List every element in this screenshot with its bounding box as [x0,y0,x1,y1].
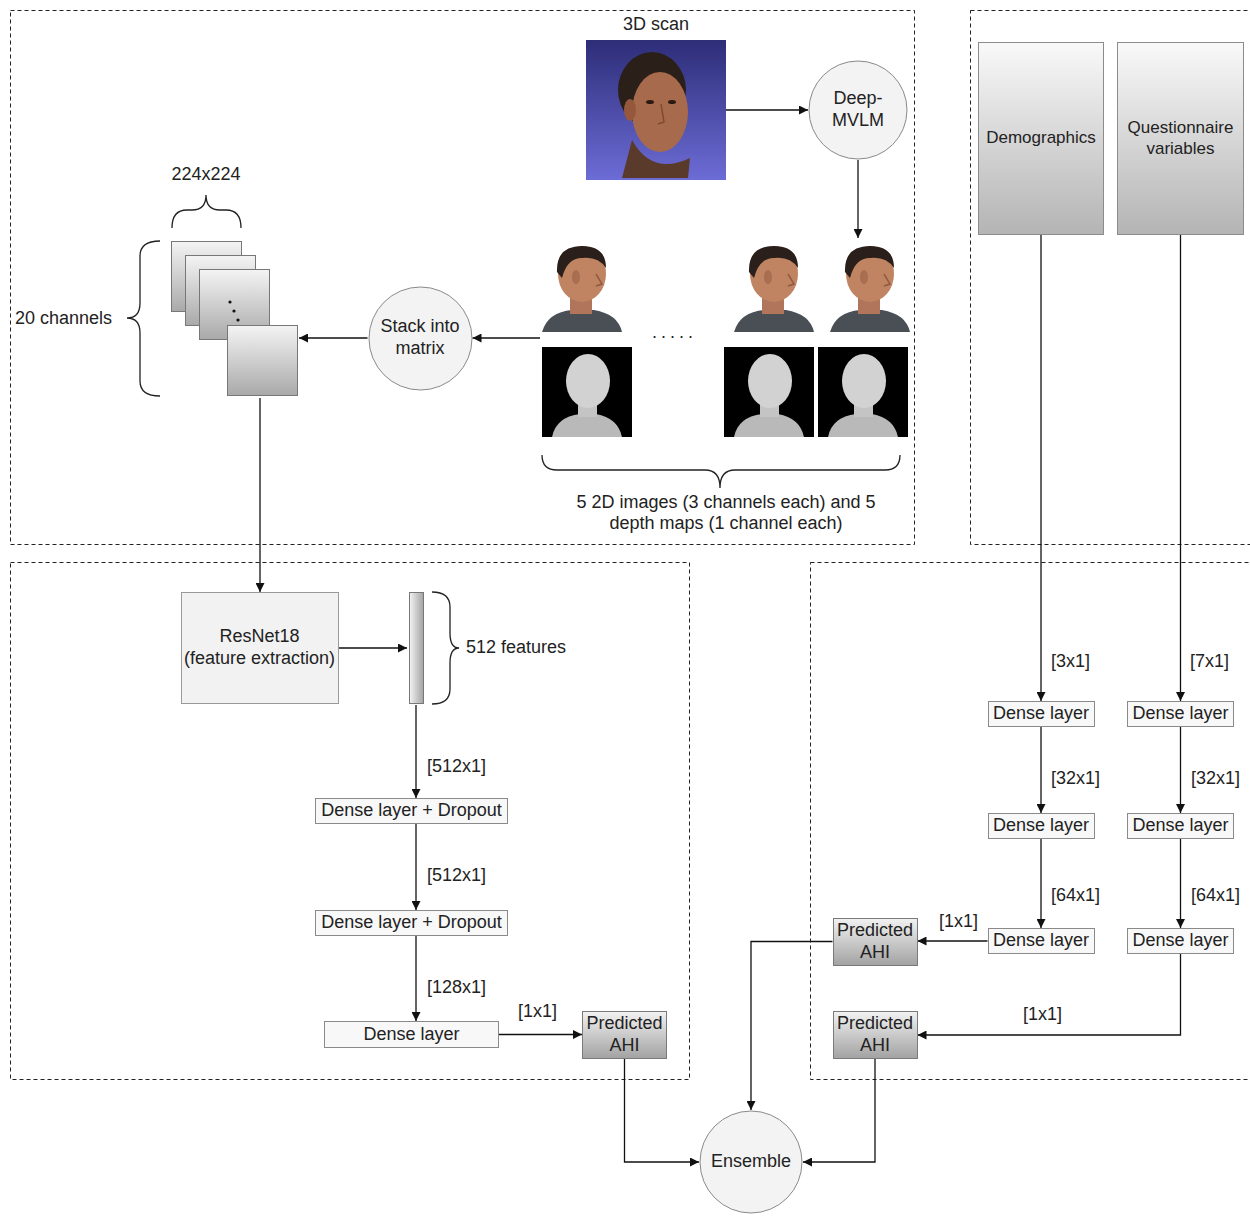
dimension-label: [32x1] [1189,768,1242,790]
node-text: 224x224 [156,164,256,186]
arrow-connector [1040,727,1041,813]
arrow-connector [918,954,1181,1035]
dimension-label: [128x1] [425,977,488,999]
input-box: Demographics [978,42,1104,235]
layer-box: Dense layer [988,701,1095,727]
output-box: Predicted AHI [833,1011,918,1059]
dimension-label: [512x1] [425,756,488,778]
node-text: Dense layer [993,930,1089,952]
arrow-connector [339,647,408,648]
process-circle: Deep-MVLM [808,60,908,160]
arrow-connector [1180,727,1181,813]
dimension-label: [32x1] [1049,768,1102,790]
arrow-connector [1180,839,1181,928]
dimension-label: [64x1] [1049,885,1102,907]
layer-box: Dense layer [324,1021,499,1048]
arrow-connector [415,936,416,1021]
feature-vector-node: 512 features [407,591,587,705]
layer-box: Dense layer [1127,701,1234,727]
node-text: 5 2D images (3 channels each) and 5 dept… [576,492,876,535]
node-text: Predicted AHI [837,1013,914,1056]
node-text: Dense layer [993,815,1089,837]
node-text: Ensemble [711,1151,791,1173]
process-circle: Stack into matrix [368,286,473,391]
dimension-label: [512x1] [425,865,488,887]
node-text: Predicted AHI [586,1013,663,1056]
arrow-connector [1040,839,1041,928]
layer-box: Dense layer [988,928,1095,954]
arrow-connector [1040,235,1041,701]
node-text: Questionnaire variables [1123,118,1238,159]
brace [127,195,900,704]
node-text: Deep-MVLM [827,88,889,131]
output-box: Predicted AHI [582,1011,667,1059]
arrow-connector [918,940,988,941]
dimension-label: [1x1] [516,1001,559,1023]
node-text: Predicted AHI [837,920,914,963]
layer-box: Dense layer [988,813,1095,839]
feature-vector-bar [409,592,424,704]
dimension-label: [64x1] [1189,885,1242,907]
node-text: Dense layer + Dropout [321,912,502,934]
arrow-connector [726,109,808,110]
node-text: Dense layer + Dropout [321,800,502,822]
node-text: Dense layer [1132,930,1228,952]
face-photo [542,246,910,332]
scan-picture [586,40,726,180]
node-text: 20 channels [15,308,127,330]
node-text: 3D scan [586,14,726,36]
node-text: ResNet18 [219,626,299,648]
node-text: Dense layer [1132,703,1228,725]
arrow-connector [625,1059,700,1162]
output-box: Predicted AHI [833,918,918,966]
dimension-label: [3x1] [1049,651,1092,673]
node-text: 512 features [466,637,586,659]
arrow-connector [499,1034,582,1035]
arrow-connector [473,337,541,338]
ellipsis-mark: ..... [652,322,697,344]
arrow-connector [415,705,416,798]
layer-box: Dense layer [1127,928,1234,954]
channel-stack [172,242,298,396]
region-outline [11,11,1250,1080]
dimension-label: [1x1] [937,911,980,933]
node-text: Dense layer [993,703,1089,725]
layer-box: Dense layer + Dropout [315,910,508,936]
model-box: ResNet18(feature extraction) [181,592,339,704]
arrow-connector [803,1059,875,1162]
arrow-connector [857,160,858,238]
dimension-label: [7x1] [1188,651,1231,673]
dimension-label: [1x1] [1021,1004,1064,1026]
node-text: Stack into matrix [378,316,462,359]
ensemble-circle: Ensemble [699,1110,803,1214]
node-text: Dense layer [1132,815,1228,837]
arrow-connector [415,824,416,910]
arrow-connector [1180,235,1181,701]
node-text: Demographics [986,128,1096,148]
node-text: (feature extraction) [184,648,335,670]
arrow-connector [259,398,260,592]
input-box: Questionnaire variables [1117,42,1244,235]
scan-node: 3D scan [586,14,726,180]
depth-map [542,347,908,437]
arrow-connector [299,337,368,338]
image-set-node: 5 2D images (3 channels each) and 5 dept… [540,238,912,535]
channel-stack-node: 224x224 20 channels [15,163,299,398]
node-text: Dense layer [363,1024,459,1046]
arrow-connector [751,942,833,1111]
layer-box: Dense layer [1127,813,1234,839]
layer-box: Dense layer + Dropout [315,798,508,824]
